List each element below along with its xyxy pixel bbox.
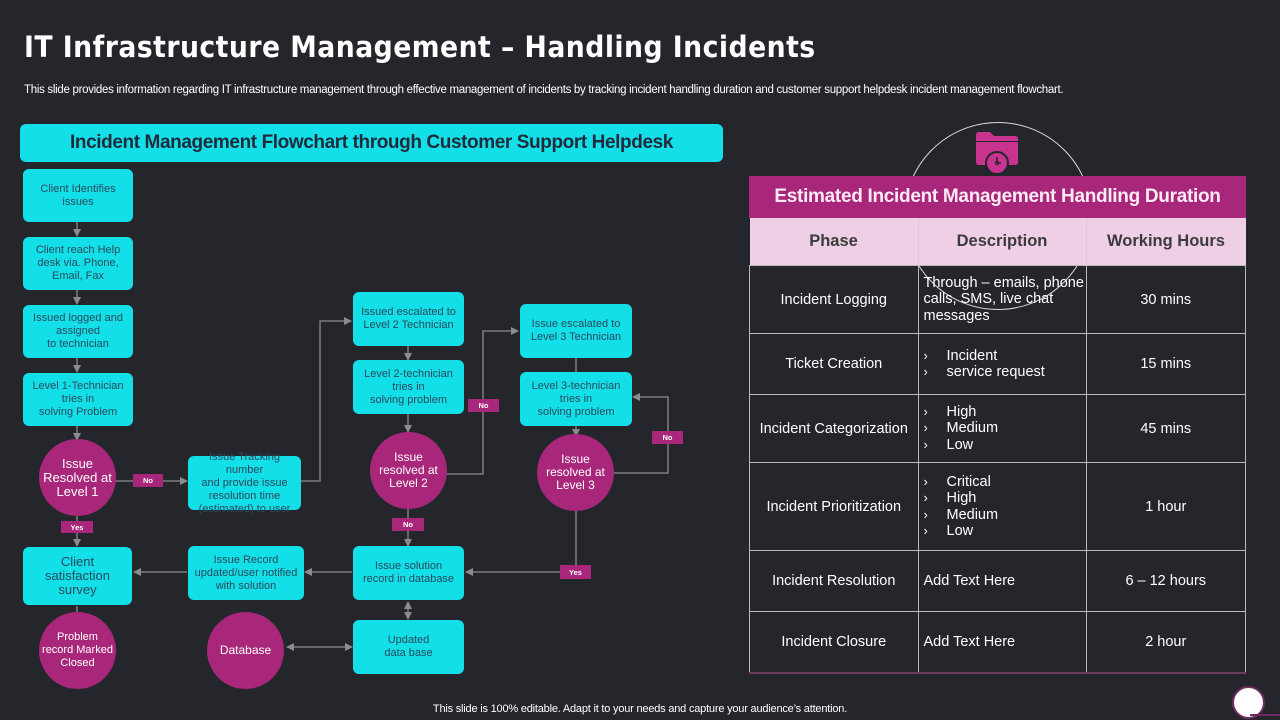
table-row: Incident Categorization› High › Medium › Low 4…	[749, 394, 1246, 463]
node-client-identifies: Client Identifies issues	[23, 169, 133, 222]
decision-resolved-level2: Issue resolved at Level 2	[370, 432, 447, 509]
cell-description: › High › Medium › Low	[917, 394, 1087, 463]
label-yes: Yes	[61, 521, 93, 533]
cell-working-hours: 2 hour	[1085, 611, 1246, 674]
cell-working-hours: 30 mins	[1085, 265, 1246, 334]
column-header-working-hours: Working Hours	[1086, 218, 1246, 266]
table-row: Ticket Creation›Incident›service request…	[749, 333, 1246, 395]
cell-description: › Incident › service request	[917, 333, 1087, 395]
slide-subtitle: This slide provides information regardin…	[24, 84, 1064, 96]
label-no: No	[652, 431, 683, 444]
slide-title: IT Infrastructure Management – Handling …	[24, 30, 816, 64]
duration-table-title: Estimated Incident Management Handling D…	[749, 176, 1246, 218]
column-header-description: Description	[918, 218, 1087, 266]
bullet-item: › Low	[924, 437, 1086, 454]
bullet-text: Low	[946, 523, 974, 539]
column-header-phase: Phase	[749, 218, 919, 266]
bullet-text: Incident	[946, 347, 998, 364]
cell-description: Add Text Here	[917, 611, 1087, 674]
flowchart-header: Incident Management Flowchart through Cu…	[20, 124, 723, 162]
bullet-item: › Low	[924, 523, 1086, 540]
bullet-text: High	[946, 490, 977, 506]
cell-phase: Incident Resolution	[749, 550, 919, 612]
node-updated-database: Updated data base	[353, 620, 464, 674]
node-escalated-level3: Issue escalated to Level 3 Technician	[520, 304, 632, 358]
node-record-updated: Issue Record updated/user notified with …	[188, 546, 304, 600]
connector	[301, 317, 352, 482]
chevron-right-icon: ›	[923, 490, 928, 505]
chevron-right-icon: ›	[923, 523, 928, 538]
chevron-right-icon: ›	[923, 506, 928, 522]
logo-icon	[1232, 686, 1265, 719]
footer-note: This slide is 100% editable. Adapt it to…	[432, 703, 848, 715]
label-no: No	[133, 474, 163, 487]
cell-phase: Incident Logging	[749, 265, 919, 334]
cell-description: Add Text Here	[917, 550, 1087, 612]
chevron-right-icon: ›	[923, 347, 928, 363]
bullet-item: › Incident	[924, 348, 1086, 365]
chevron-right-icon: ›	[923, 420, 928, 436]
chevron-right-icon: ›	[923, 473, 928, 489]
cell-working-hours: 1 hour	[1085, 462, 1246, 551]
label-yes: Yes	[560, 565, 591, 579]
table-row: Incident Prioritization›Critical›High›Me…	[749, 462, 1246, 551]
decision-resolved-level1: Issue Resolved at Level 1	[39, 439, 116, 516]
node-issue-logged: Issued logged and assigned to technician	[23, 305, 133, 358]
bullet-text: High	[946, 403, 977, 420]
node-database: Database	[207, 612, 284, 689]
bullet-item: › Critical	[924, 474, 1086, 491]
node-level2-tries: Level 2-technician tries in solving prob…	[353, 360, 464, 414]
cell-description: Through – emails, phone calls, SMS, live…	[917, 265, 1087, 334]
bullet-text: Medium	[946, 420, 999, 437]
cell-working-hours: 15 mins	[1085, 333, 1246, 395]
node-level3-tries: Level 3-technician tries in solving prob…	[520, 372, 632, 426]
bullet-item: › Medium	[924, 420, 1086, 437]
cell-description: › Critical › High › Medium › Low	[917, 462, 1087, 551]
node-solution-record: Issue solution record in database	[353, 546, 464, 600]
cell-phase: Incident Closure	[749, 611, 919, 674]
cell-working-hours: 6 – 12 hours	[1085, 550, 1246, 612]
folder-clock-icon	[976, 132, 1018, 175]
bullet-item: › High	[924, 404, 1086, 421]
bullet-text: Critical	[946, 473, 991, 490]
node-client-reach-helpdesk: Client reach Help desk via. Phone, Email…	[23, 237, 133, 290]
bullet-item: › High	[924, 490, 1086, 507]
chevron-right-icon: ›	[923, 403, 928, 419]
bullet-text: Low	[946, 436, 974, 453]
decision-resolved-level3: Issue resolved at Level 3	[537, 434, 614, 511]
node-client-satisfaction-survey: Client satisfaction survey	[23, 547, 132, 605]
label-no: No	[468, 399, 499, 412]
label-no: No	[392, 518, 424, 531]
cell-phase: Ticket Creation	[749, 333, 919, 395]
connector	[465, 510, 577, 576]
bullet-item: › Medium	[924, 507, 1086, 524]
bullet-text: Medium	[946, 506, 999, 523]
duration-table: Phase Description Working Hours Incident…	[749, 218, 1246, 674]
node-problem-closed: Problem record Marked Closed	[39, 612, 116, 689]
chevron-right-icon: ›	[923, 364, 928, 379]
node-issue-tracking: Issue Tracking number and provide issue …	[188, 451, 301, 515]
logo-underline	[1250, 714, 1280, 716]
cell-working-hours: 45 mins	[1085, 394, 1246, 463]
cell-phase: Incident Prioritization	[749, 462, 919, 551]
chevron-right-icon: ›	[923, 436, 928, 452]
bullet-item: › service request	[924, 364, 1086, 381]
bullet-text: service request	[946, 364, 1045, 380]
cell-phase: Incident Categorization	[749, 394, 919, 463]
node-level1-tries: Level 1-Technician tries in solving Prob…	[23, 373, 133, 426]
node-escalated-level2: Issued escalated to Level 2 Technician	[353, 292, 464, 346]
